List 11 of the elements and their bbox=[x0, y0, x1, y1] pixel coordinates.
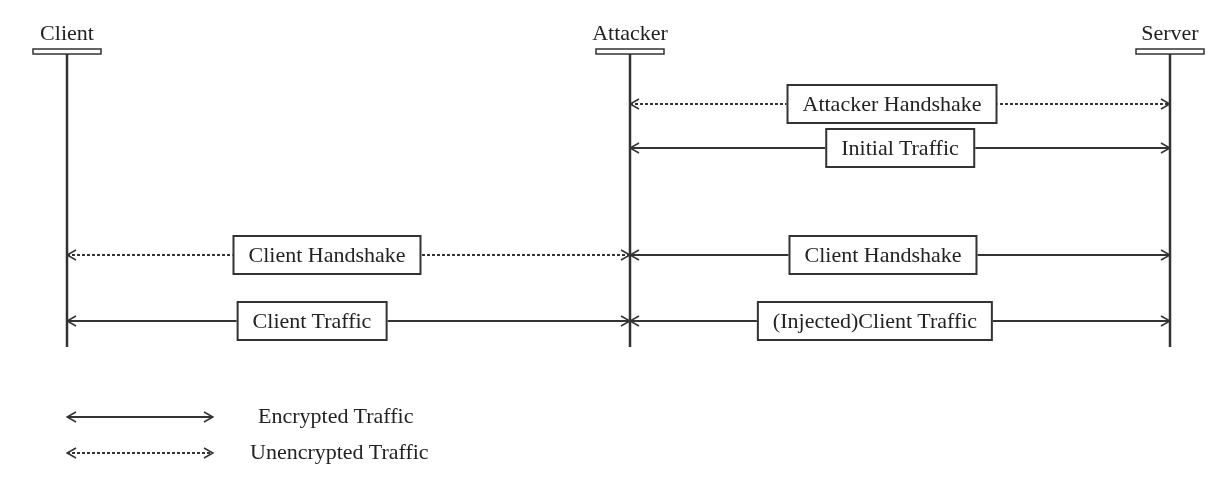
message-label: Client Handshake bbox=[788, 235, 978, 275]
message-label: Client Handshake bbox=[232, 235, 422, 275]
message-label: Initial Traffic bbox=[825, 128, 975, 168]
participant-label: Client bbox=[39, 20, 95, 46]
legend-label: Encrypted Traffic bbox=[258, 403, 414, 429]
legend-label: Unencrypted Traffic bbox=[250, 439, 429, 465]
message-label: Client Traffic bbox=[236, 301, 388, 341]
message-label: Attacker Handshake bbox=[786, 84, 998, 124]
participant-label: Server bbox=[1140, 20, 1200, 46]
message-label: (Injected)Client Traffic bbox=[756, 301, 994, 341]
participant-label: Attacker bbox=[591, 20, 669, 46]
